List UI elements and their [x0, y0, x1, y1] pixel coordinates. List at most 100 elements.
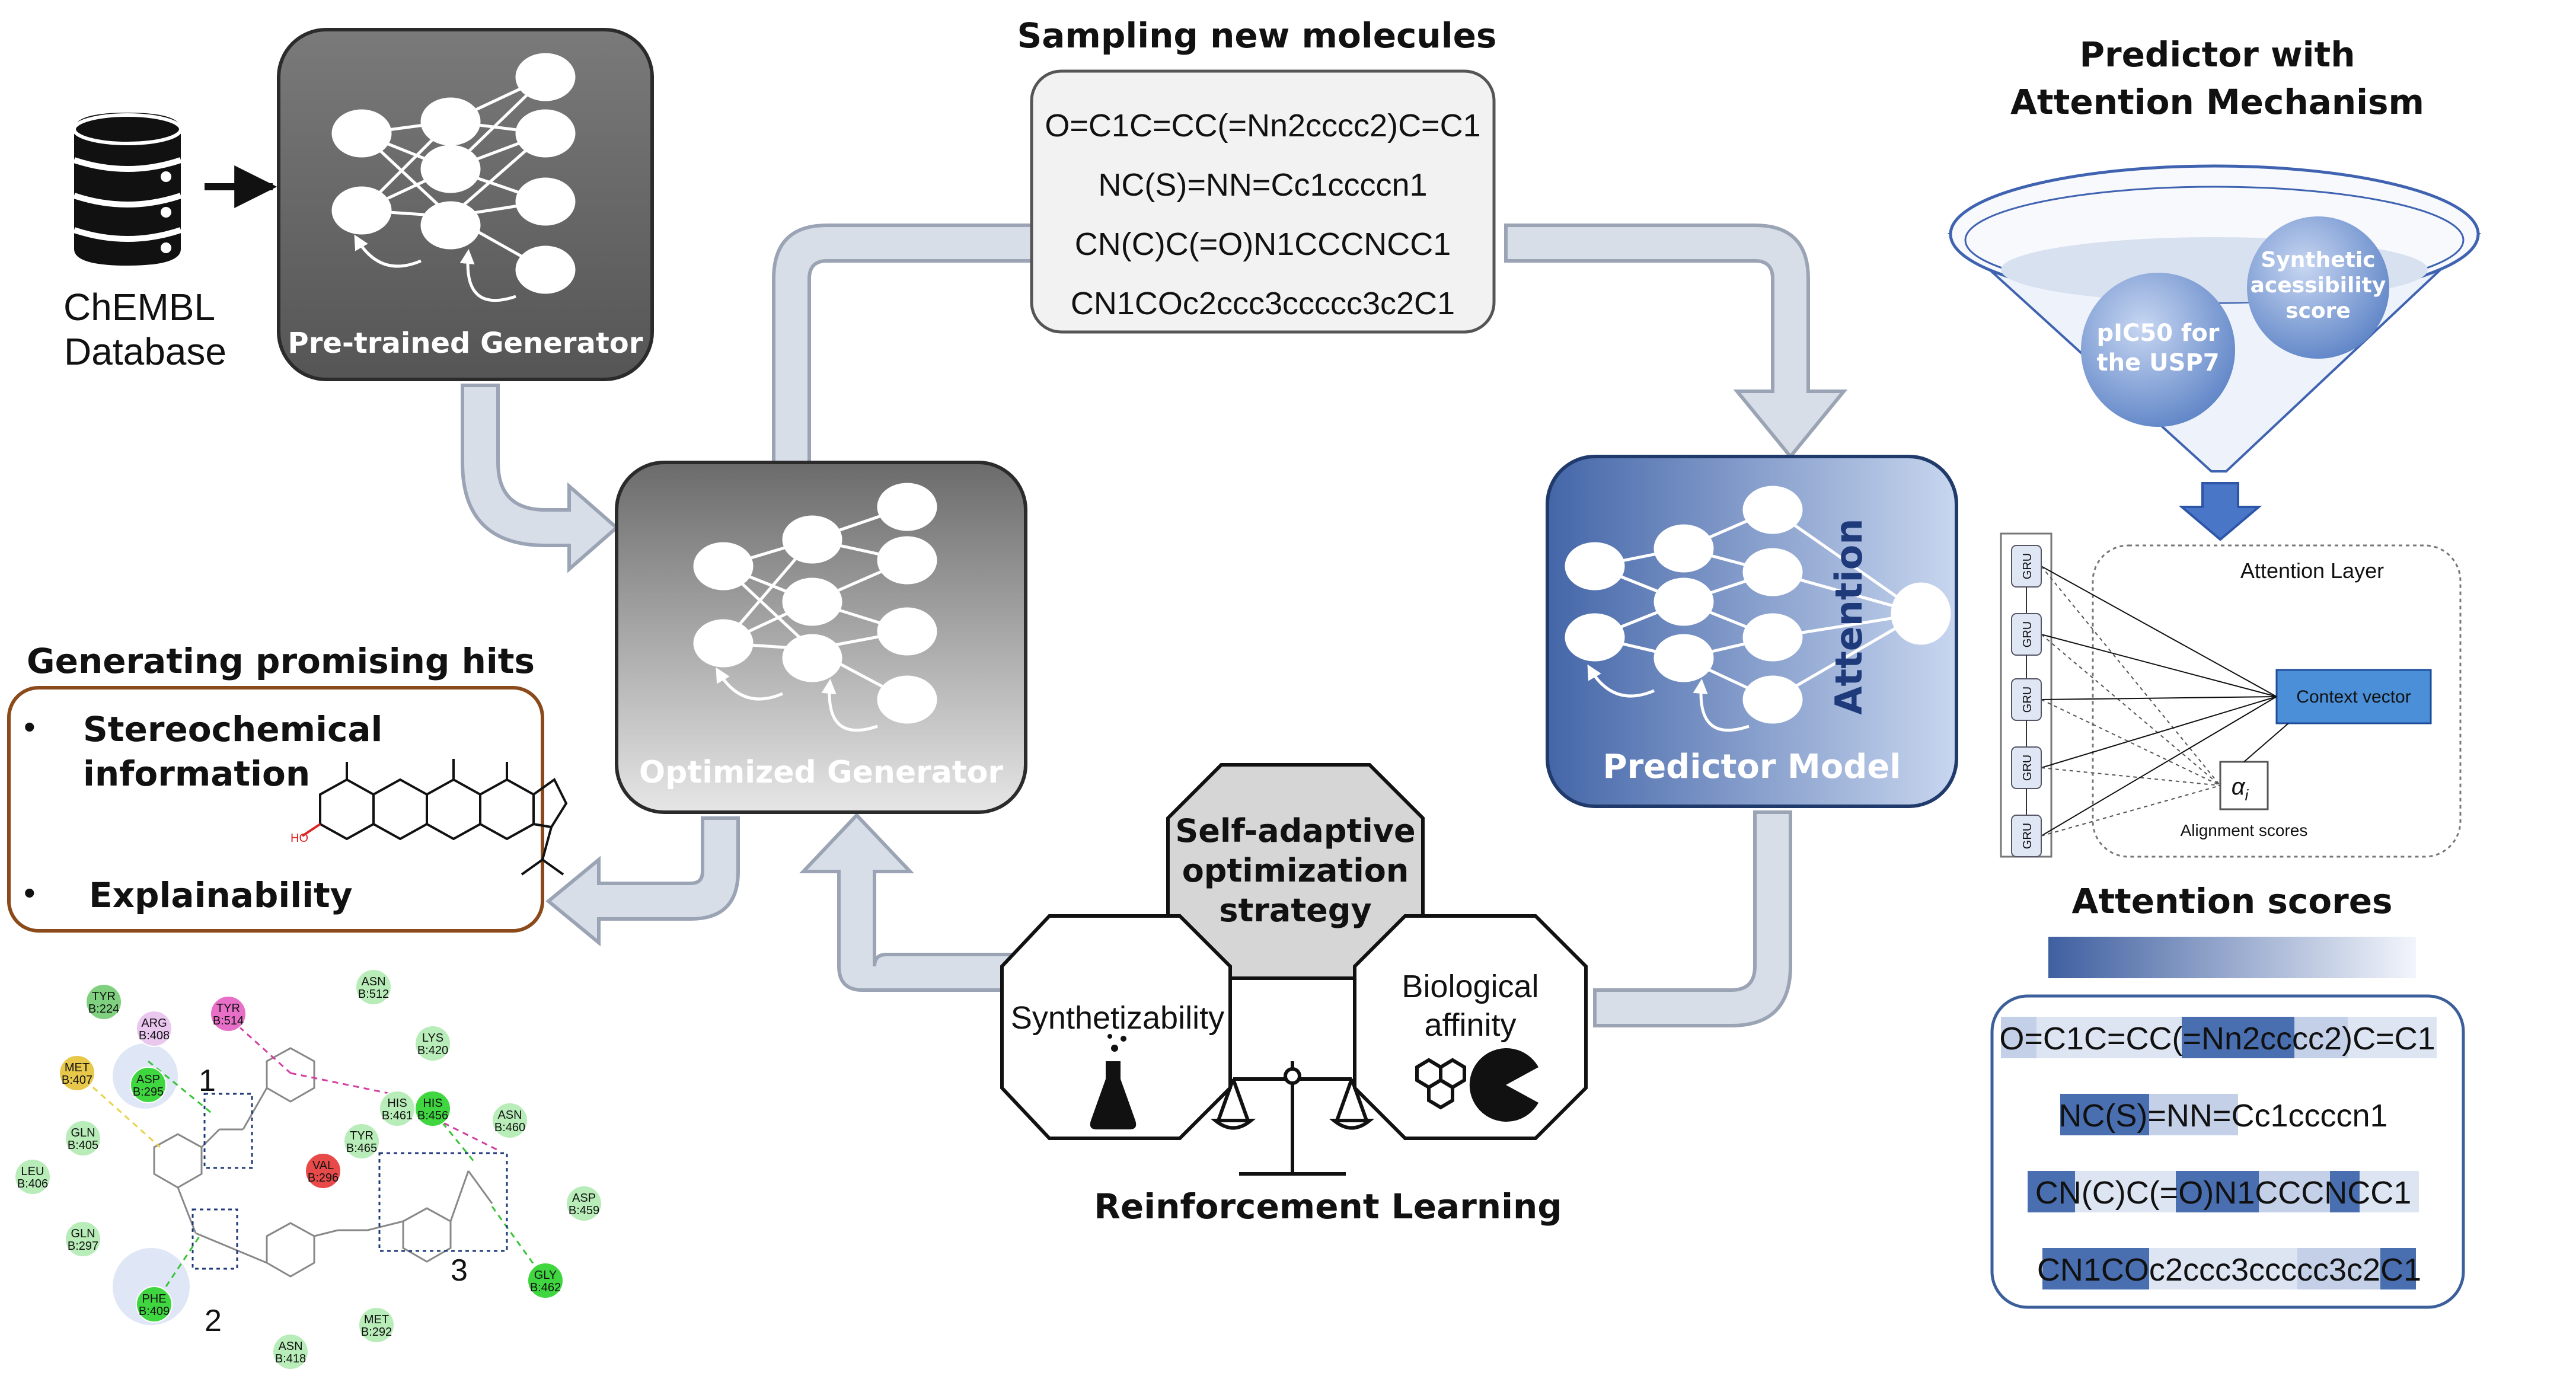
alpha-label: αi: [2232, 774, 2249, 804]
network-icon: [331, 53, 576, 302]
attention-smiles-2: NC(S)=NN=Cc1ccccn1: [2058, 1098, 2387, 1134]
funnel-pic50-label-2: the USP7: [2096, 349, 2219, 376]
predictor-model-label: Predictor Model: [1603, 748, 1901, 786]
region-box-2: [191, 1208, 238, 1270]
context-vector-box: [2275, 669, 2432, 724]
sampling-smiles-3: CN(C)C(=O)N1CCCNCC1: [1075, 226, 1451, 262]
region-label-1: 1: [199, 1064, 216, 1098]
hits-title: Generating promising hits: [27, 641, 535, 681]
gru-cell: GRU: [2011, 678, 2042, 721]
sampling-smiles-1: O=C1C=CC(=Nn2cccc2)C=C1: [1045, 108, 1480, 143]
residue-name: MET: [65, 1061, 90, 1074]
region-label-3: 3: [451, 1253, 468, 1288]
database-label-line2: Database: [64, 330, 226, 373]
molecule-structure-image: [301, 759, 568, 876]
residue-id: B:224: [88, 1003, 119, 1016]
molecule-pacman-icon: [1415, 1048, 1538, 1122]
hydroxyl-label: HO: [291, 832, 308, 845]
residue-name: GLY: [534, 1269, 557, 1282]
flask-icon: [1090, 1034, 1137, 1129]
attention-smiles-1: O=C1C=CC(=Nn2cccc2)C=C1: [1999, 1021, 2435, 1056]
sampling-smiles-4: CN1COc2ccc3ccccc3c2C1: [1071, 286, 1455, 321]
residue-name: ARG: [141, 1017, 167, 1030]
optimized-generator-box: Optimized Generator: [615, 461, 1027, 814]
alpha-box: [2219, 761, 2269, 810]
residue-name: HIS: [387, 1097, 407, 1110]
rl-center-label-3: strategy: [1219, 892, 1371, 929]
residue-name: TYR: [216, 1002, 240, 1015]
residue-name: ASN: [361, 975, 385, 988]
residue-name: GLN: [71, 1126, 95, 1139]
residue-id: B:512: [358, 988, 389, 1001]
funnel-ball-pic50: pIC50 for the USP7: [2081, 273, 2235, 427]
context-vector-label: Context vector: [2296, 687, 2411, 707]
hits-bullet-1: •: [24, 708, 36, 745]
residue-name: LYS: [422, 1032, 443, 1045]
region-box-1: [203, 1093, 253, 1169]
residue-id: B:409: [139, 1305, 170, 1318]
residue-id: B:297: [68, 1240, 98, 1253]
attention-gradient-bar: [2048, 937, 2416, 978]
funnel-synthetic-label-2: acessibility: [2251, 273, 2386, 298]
residue-id: B:418: [275, 1352, 306, 1365]
interaction-map: 1 2 3 TYRB:224ARGB:408TYRB:514ASNB:512LY…: [14, 969, 602, 1370]
optimized-generator-label: Optimized Generator: [639, 755, 1004, 790]
hits-box: • Stereochemical information • Explainab…: [7, 686, 568, 933]
rl-left-octagon: Synthetizability: [1000, 914, 1232, 1140]
rl-center-label-1: Self-adaptive: [1175, 812, 1415, 850]
balance-scale-icon: [1210, 1061, 1375, 1176]
attention-smiles-4: CN1COc2ccc3ccccc3c2C1: [2037, 1252, 2421, 1288]
pretrained-generator-label: Pre-trained Generator: [288, 327, 643, 360]
hits-bullet-2: •: [24, 874, 36, 911]
sampling-smiles-2: NC(S)=NN=Cc1ccccn1: [1098, 167, 1427, 203]
residue-name: GLN: [71, 1227, 95, 1240]
gru-label: GRU: [2021, 823, 2034, 849]
alignment-scores-label: Alignment scores: [2181, 821, 2308, 839]
residue-id: B:461: [382, 1109, 413, 1122]
residue-name: LEU: [21, 1165, 44, 1178]
residue-id: B:460: [494, 1121, 525, 1134]
residue-id: B:459: [569, 1204, 599, 1217]
residue-id: B:407: [62, 1074, 92, 1087]
residue-name: MET: [364, 1313, 389, 1326]
residue-name: ASN: [497, 1109, 522, 1122]
funnel-pic50-label-1: pIC50 for: [2096, 320, 2219, 347]
predictor-attention-title-2: Attention Mechanism: [2010, 82, 2424, 122]
residue-name: PHE: [142, 1292, 166, 1305]
gru-cell: GRU: [2011, 613, 2042, 656]
residue-name: TYR: [92, 990, 116, 1003]
hits-item-stereochemical: Stereochemical: [83, 709, 382, 749]
network-icon: [693, 483, 937, 732]
residue-id: B:408: [139, 1029, 170, 1042]
sampling-box: O=C1C=CC(=Nn2cccc2)C=C1 NC(S)=NN=Cc1cccc…: [1030, 69, 1496, 334]
residue-name: ASP: [572, 1192, 596, 1205]
gru-cell: GRU: [2011, 746, 2042, 789]
network-icon: [1565, 486, 1951, 732]
residue-id: B:420: [417, 1044, 448, 1057]
residue-id: B:295: [133, 1086, 164, 1099]
residue-id: B:514: [213, 1014, 244, 1027]
hits-item-explainability: Explainability: [89, 875, 353, 915]
residue-name: TYR: [350, 1129, 374, 1142]
region-box-3: [378, 1152, 508, 1252]
cycle-arrows: [461, 224, 1848, 1027]
residue-id: B:296: [308, 1171, 339, 1185]
residue-name: ASP: [136, 1073, 160, 1086]
rl-right-label-2: affinity: [1424, 1007, 1516, 1043]
